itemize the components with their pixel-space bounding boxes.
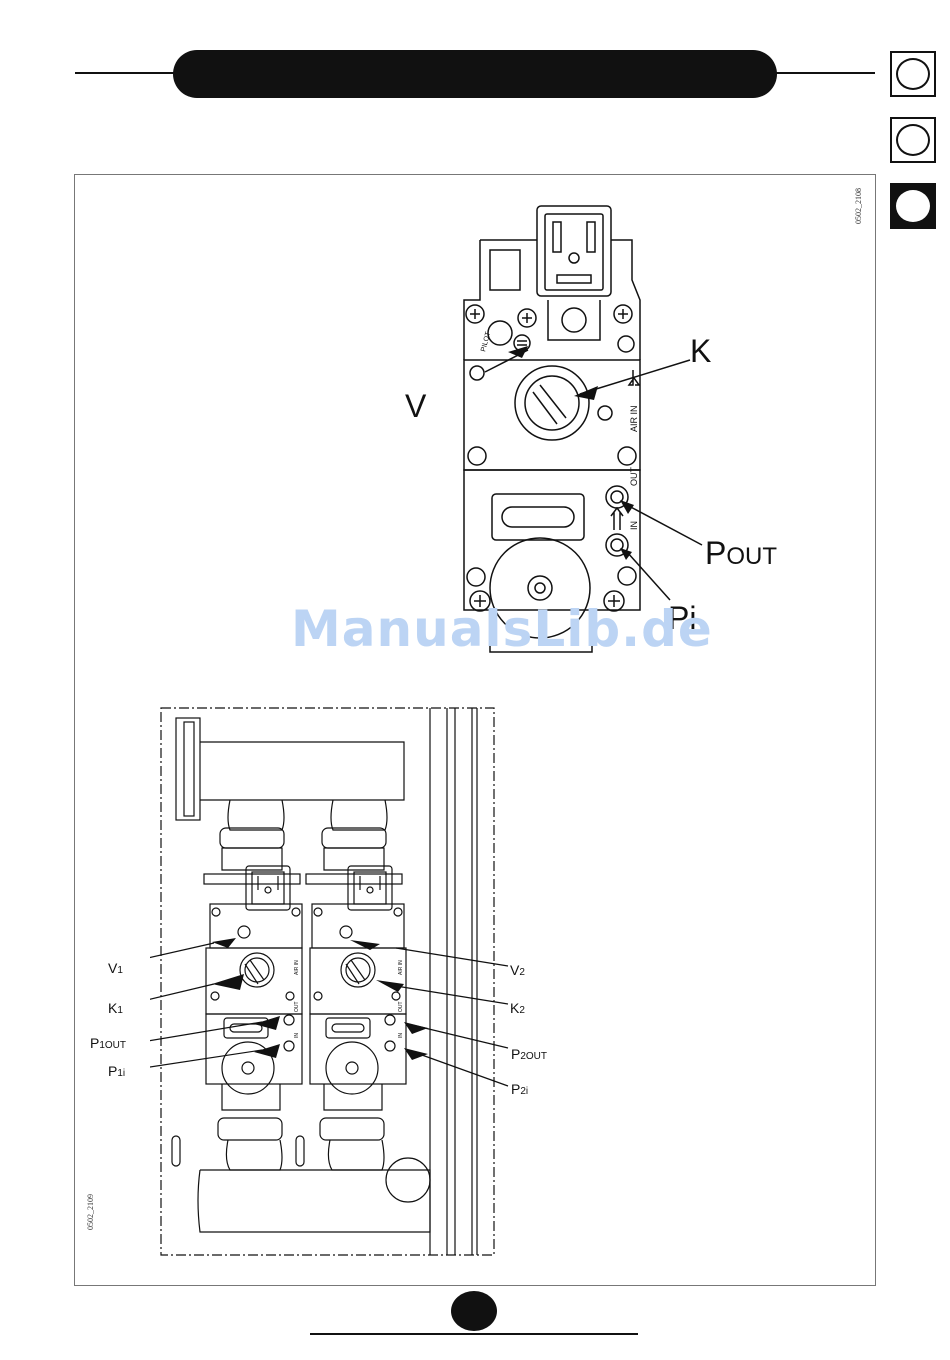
label-P1i-main: P: [108, 1063, 117, 1079]
label-P1i: P1i: [108, 1063, 125, 1079]
drawing-code-bottom: 0502_2109: [86, 1194, 95, 1230]
label-P1i-sub: 1i: [117, 1068, 125, 1079]
valve-text-in: IN: [629, 521, 639, 530]
label-P2OUT-sub: 2OUT: [520, 1051, 547, 1062]
valve-text-air-in: AIR IN: [629, 405, 639, 432]
label-K2-sub: 2: [519, 1005, 525, 1016]
drawing-code-top: 0502_2108: [854, 188, 863, 224]
label-V: V: [405, 388, 426, 425]
label-V1: V1: [108, 960, 123, 976]
flag-oval-icon: [896, 58, 930, 90]
lang-tab-2[interactable]: [890, 117, 936, 163]
left-valve-text-air-in: AIR IN: [294, 960, 300, 975]
label-V1-sub: 1: [117, 965, 123, 976]
left-valve-text-in: IN: [294, 1033, 300, 1038]
flag-oval-icon: [896, 124, 930, 156]
label-P1OUT: P1OUT: [90, 1035, 126, 1051]
label-K: K: [690, 333, 711, 370]
label-K1-main: K: [108, 1000, 117, 1016]
label-K1: K1: [108, 1000, 123, 1016]
right-valve-text-in: IN: [398, 1033, 404, 1038]
label-V2-main: V: [510, 962, 519, 978]
label-P2i-main: P: [511, 1081, 520, 1097]
left-valve-text-out: OUT: [294, 1001, 300, 1012]
gas-valve-drawing: AIR IN OUT IN PILOT: [380, 200, 820, 660]
label-V2: V2: [510, 962, 525, 978]
label-P2i: P2i: [511, 1081, 528, 1097]
label-P2i-sub: 2i: [520, 1086, 528, 1097]
label-P1OUT-main: P: [90, 1035, 99, 1051]
label-V1-main: V: [108, 960, 117, 976]
valve-text-out: OUT: [629, 467, 639, 487]
right-valve-text-out: OUT: [398, 1001, 404, 1012]
page-number-pill: [451, 1291, 497, 1331]
label-P1OUT-sub: 1OUT: [99, 1040, 126, 1051]
label-K2: K2: [510, 1000, 525, 1016]
flag-oval-icon: [896, 190, 930, 222]
label-P2OUT: P2OUT: [511, 1046, 547, 1062]
label-K2-main: K: [510, 1000, 519, 1016]
label-POUT-main: P: [705, 535, 726, 571]
lang-tab-1[interactable]: [890, 51, 936, 97]
watermark: ManualsLib.de: [291, 600, 713, 658]
label-P2OUT-main: P: [511, 1046, 520, 1062]
label-POUT: POUT: [705, 535, 777, 572]
label-K1-sub: 1: [117, 1005, 123, 1016]
right-valve-text-air-in: AIR IN: [398, 960, 404, 975]
header-title-bar: [173, 50, 777, 98]
label-V2-sub: 2: [519, 967, 525, 978]
lang-tab-3[interactable]: [890, 183, 936, 229]
label-POUT-sub: OUT: [726, 543, 777, 570]
installation-drawing: AIR IN OUT IN AIR IN OUT IN: [150, 700, 510, 1260]
footer-rule: [310, 1333, 638, 1335]
